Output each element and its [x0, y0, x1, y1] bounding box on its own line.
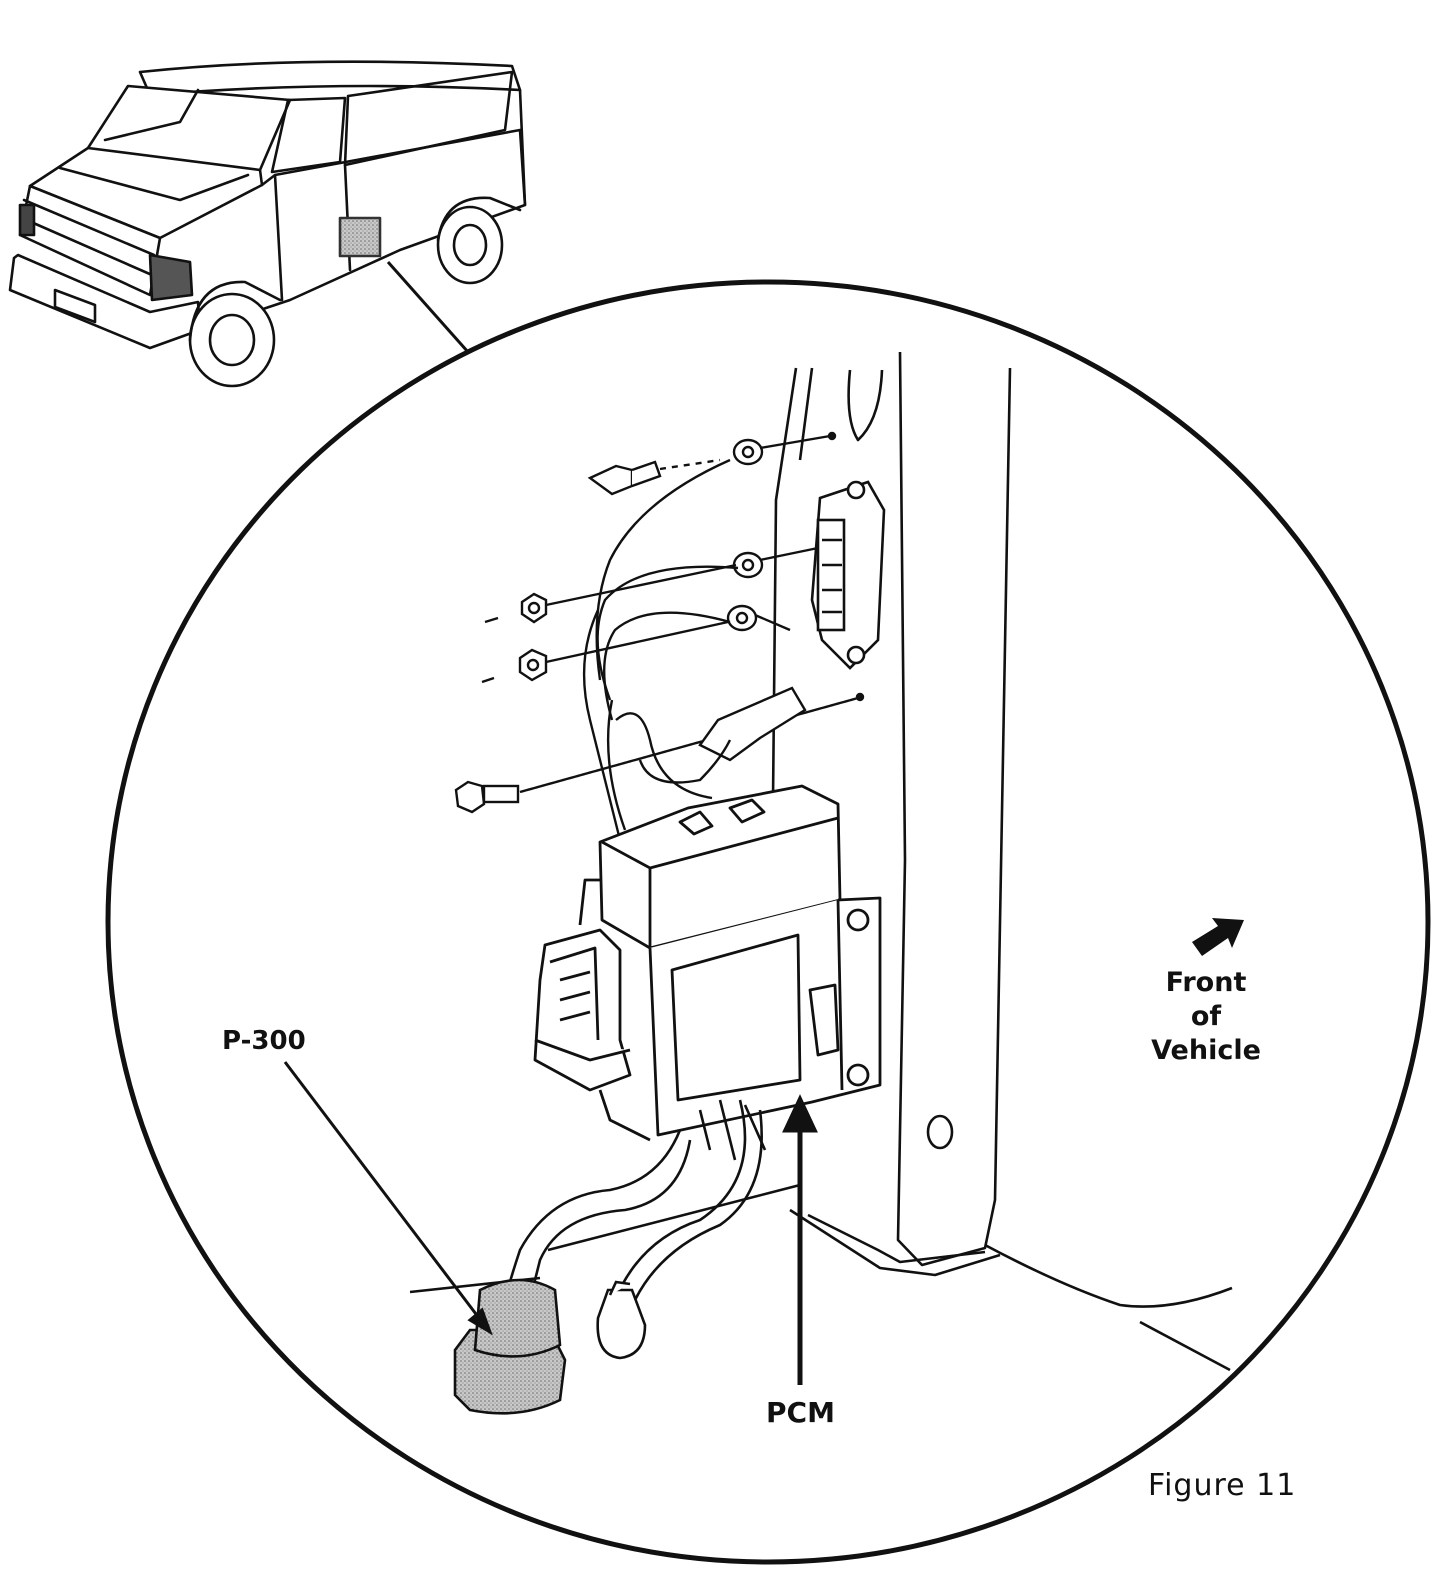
van-illustration — [8, 60, 527, 388]
detail-view-circle — [105, 279, 1431, 1565]
detail-leader-line — [386, 261, 470, 353]
mounting-bracket — [810, 480, 886, 670]
body-pillar — [409, 351, 1233, 1372]
pcm-callout-label: PCM — [766, 1396, 835, 1429]
fasteners-exploded — [454, 431, 865, 814]
wiring-harness — [582, 458, 739, 841]
pcm-leader-arrow — [782, 1094, 818, 1385]
front-label-line1: Front of — [1165, 967, 1247, 1032]
lower-harness — [503, 1099, 767, 1301]
front-label-line2: Vehicle — [1151, 1035, 1261, 1066]
front-of-vehicle-label: Front of Vehicle — [1148, 966, 1264, 1068]
p300-callout-label: P-300 — [222, 1026, 306, 1056]
figure-caption: Figure 11 — [1148, 1468, 1297, 1503]
p300-connector — [453, 1278, 567, 1415]
secondary-connector — [596, 1280, 647, 1360]
p300-leader-arrow — [283, 1061, 493, 1336]
front-direction-arrow-icon — [1192, 918, 1244, 956]
pcm-module — [533, 784, 882, 1142]
